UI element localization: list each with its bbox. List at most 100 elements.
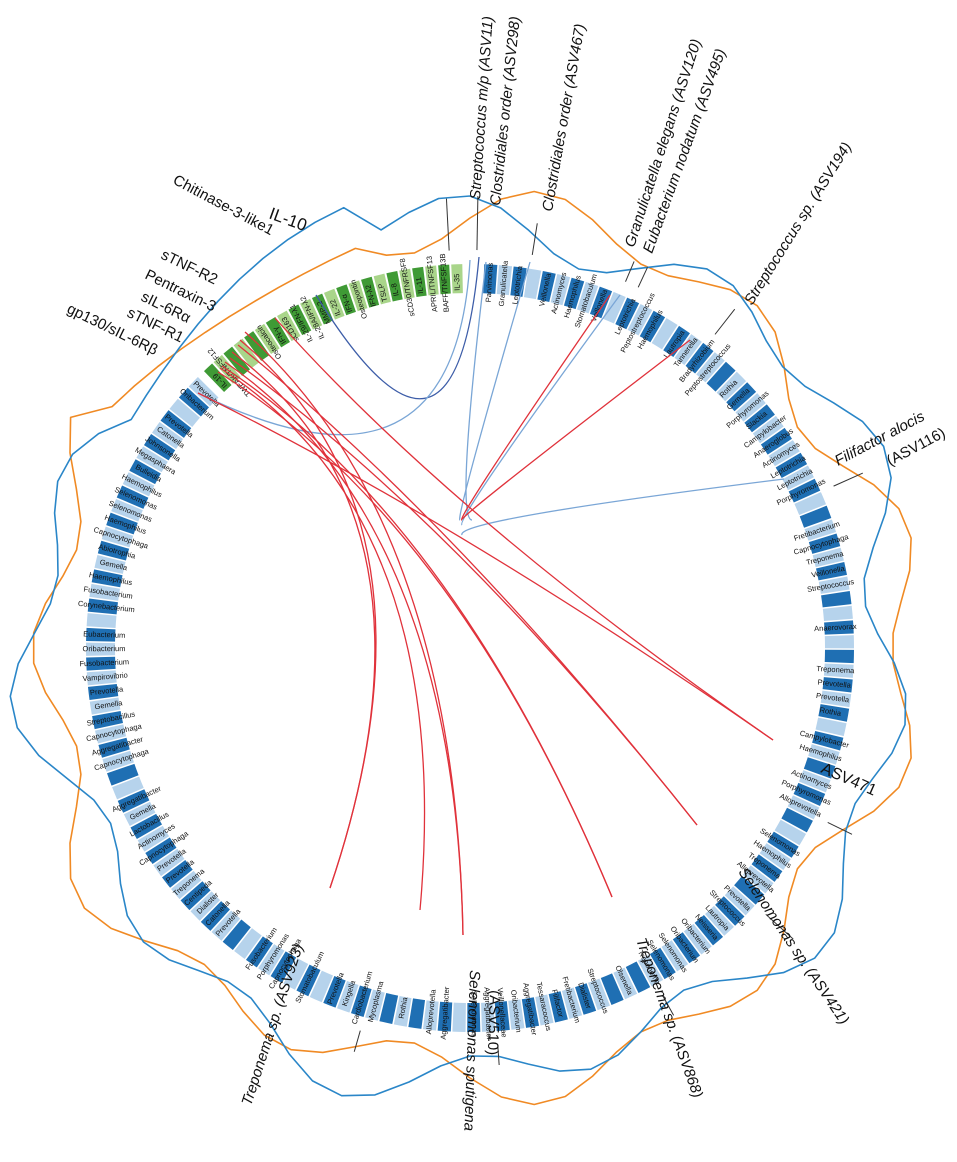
- taxa-segment-label: Eubacterium: [83, 629, 125, 639]
- taxa-segment: [136, 446, 168, 473]
- taxa-segment: [798, 770, 831, 793]
- taxa-segment: [111, 498, 143, 522]
- positive-link: [459, 261, 531, 521]
- cytokine-segment: [300, 298, 323, 330]
- annotation-ticks: [353, 196, 864, 1066]
- annotation-tick: [445, 198, 450, 251]
- taxa-segment: [808, 744, 840, 765]
- taxa-segment: [726, 382, 757, 412]
- negative-link: [229, 357, 698, 826]
- cytokine-segment: [386, 270, 403, 302]
- taxa-segment: [781, 807, 813, 833]
- taxa-segment: [822, 677, 853, 693]
- taxa-segment: [483, 264, 498, 294]
- taxa-segment: [117, 789, 150, 813]
- orange-abundance-trace: [32, 190, 912, 1106]
- taxa-segment: [550, 274, 571, 306]
- taxa-segment: [94, 554, 126, 574]
- taxa-segment: [600, 973, 624, 1005]
- taxa-segment: [86, 656, 116, 671]
- taxa-segment: [815, 717, 847, 737]
- taxa-segment: [270, 951, 297, 983]
- taxa-segment: [577, 281, 599, 314]
- taxa-segment: [674, 334, 702, 366]
- annotation-tick: [833, 472, 864, 487]
- annotation-tick: [497, 1044, 500, 1066]
- taxa-segment: [178, 387, 210, 417]
- taxa-segment: [815, 562, 847, 581]
- taxa-segment: [751, 854, 783, 882]
- cytokine-segment: [265, 317, 290, 348]
- taxa-segment: [548, 991, 568, 1023]
- taxa-segment: [775, 452, 808, 479]
- cytokine-segment: [336, 284, 356, 316]
- annotation-tick: [531, 223, 538, 255]
- taxa-segment: [575, 983, 597, 1015]
- taxa-segment: [793, 782, 826, 806]
- annotation-tick: [714, 308, 736, 335]
- taxa-segment: [774, 819, 807, 846]
- taxa-segment: [561, 987, 583, 1019]
- taxa-segment: [86, 670, 117, 686]
- taxa-segment-label: Veillonellaceae: [496, 987, 509, 1038]
- taxa-segment: [137, 825, 170, 852]
- taxa-segment-label: Granulicatella: [497, 259, 510, 306]
- annotation-tick: [765, 913, 794, 940]
- taxa-segment: [589, 286, 613, 319]
- taxa-segment: [452, 1002, 466, 1032]
- taxa-segment: [735, 393, 766, 422]
- taxa-segment: [123, 801, 156, 827]
- correlation-links: [197, 256, 785, 936]
- taxa-segment: [788, 478, 821, 503]
- annotation-tick: [625, 261, 635, 282]
- label-selenomonas-asv421: Selenomonas sp. (ASV421): [735, 865, 853, 1028]
- cytokine-segment: [254, 323, 280, 354]
- cytokine-segment: [311, 293, 334, 325]
- label-clostridiales-asv467: Clostridiales order (ASV467): [539, 23, 589, 213]
- taxa-segment-label: Aggregatibacter: [439, 986, 452, 1040]
- label-chitinase-3-like1: Chitinase-3-like1: [170, 172, 277, 239]
- positive-link: [315, 256, 480, 400]
- taxa-segment: [743, 865, 774, 894]
- negative-link: [224, 361, 464, 936]
- cytokine-segment: [438, 264, 451, 295]
- taxa-segment: [122, 472, 155, 497]
- taxa-segment: [89, 583, 120, 601]
- taxa-segment: [705, 905, 734, 936]
- taxa-segment: [211, 910, 241, 941]
- taxa-segment: [87, 683, 119, 700]
- taxa-segment: [812, 547, 844, 568]
- negative-link: [461, 339, 691, 521]
- taxa-segment: [625, 961, 651, 994]
- taxa-segment: [162, 860, 193, 888]
- taxa-segment: [143, 434, 176, 461]
- cytokine-segment-label: IL-11: [414, 277, 425, 295]
- negative-link: [461, 294, 611, 521]
- taxa-segment: [696, 352, 725, 383]
- taxa-segment: [706, 361, 736, 392]
- taxa-segment: [97, 540, 130, 561]
- cytokine-segment-label: sCD30/TNFRSF8: [398, 258, 417, 317]
- taxa-segment: [153, 848, 185, 877]
- taxa-segment: [200, 901, 230, 931]
- taxa-segment: [799, 505, 832, 528]
- outer-abundance-traces: [9, 190, 912, 1106]
- taxa-segment: [481, 1002, 496, 1032]
- taxa-segment-label: Gemella: [94, 698, 124, 711]
- label-selenomonas-sputigena: Selenomonas sputigena: [460, 970, 483, 1131]
- cytokine-segment: [361, 276, 380, 308]
- taxa-segment-label: Prevotella: [89, 684, 124, 697]
- taxa-segment: [112, 776, 144, 800]
- taxa-segment-label: Parvimonas: [484, 262, 495, 302]
- taxa-segment: [824, 635, 855, 649]
- taxa-segment: [508, 999, 525, 1030]
- cytokine-segment: [277, 310, 301, 342]
- taxa-segment: [102, 750, 134, 772]
- taxa-segment: [86, 627, 116, 642]
- positive-link: [465, 261, 487, 521]
- taxa-segment: [613, 967, 638, 1000]
- taxa-segment: [379, 992, 399, 1025]
- taxa-segment: [804, 519, 837, 541]
- taxa-segment-label: Treponema: [816, 664, 855, 675]
